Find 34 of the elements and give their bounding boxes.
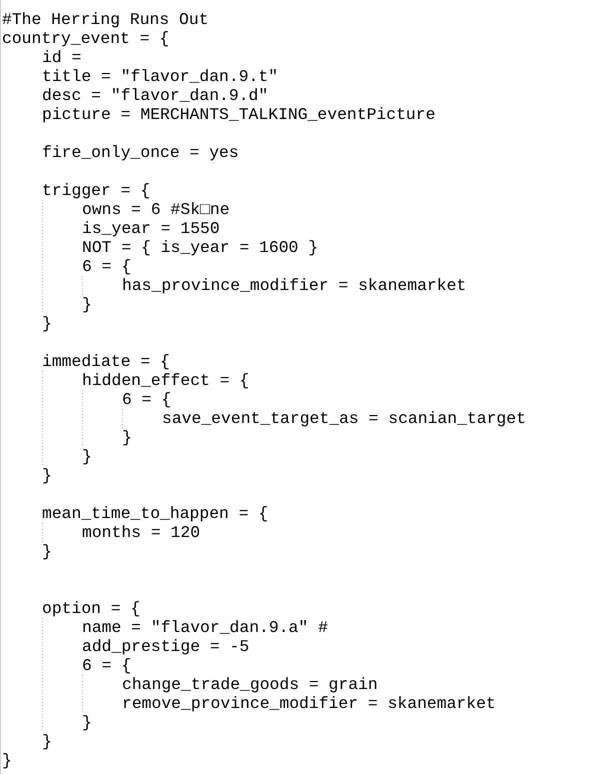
code-line: 6 = { xyxy=(82,257,132,276)
code-line: id = xyxy=(42,48,82,67)
code-line: } xyxy=(42,542,52,561)
code-line: has_province_modifier = skanemarket xyxy=(122,276,466,295)
code-line: 6 = { xyxy=(122,390,172,409)
code-line: } xyxy=(42,466,52,485)
code-line: } xyxy=(2,751,12,770)
code-line: } xyxy=(122,428,132,447)
code-line: name = "flavor_dan.9.a" # xyxy=(82,618,328,637)
code-line: months = 120 xyxy=(82,523,200,542)
code-line: picture = MERCHANTS_TALKING_eventPicture xyxy=(42,105,436,124)
code-line: option = { xyxy=(42,599,140,618)
code-line: hidden_effect = { xyxy=(82,371,250,390)
code-line: trigger = { xyxy=(42,181,150,200)
code-line: title = "flavor_dan.9.t" xyxy=(42,67,278,86)
code-line: 6 = { xyxy=(82,656,132,675)
code-line: immediate = { xyxy=(42,352,170,371)
code-line: save_event_target_as = scanian_target xyxy=(162,409,526,428)
code-line: } xyxy=(42,732,52,751)
code-line: mean_time_to_happen = { xyxy=(42,504,268,523)
code-line: } xyxy=(82,295,92,314)
code-line: } xyxy=(82,447,92,466)
code-line: remove_province_modifier = skanemarket xyxy=(122,694,496,713)
code-comment: #The Herring Runs Out xyxy=(2,10,209,29)
code-line: } xyxy=(82,713,92,732)
code-line: change_trade_goods = grain xyxy=(122,675,378,694)
code-line: is_year = 1550 xyxy=(82,219,220,238)
code-line: } xyxy=(42,314,52,333)
code-line: owns = 6 #Sk□ne xyxy=(82,200,230,219)
code-line: desc = "flavor_dan.9.d" xyxy=(42,86,268,105)
code-line: fire_only_once = yes xyxy=(42,143,239,162)
code-line: country_event = { xyxy=(2,29,170,48)
code-line: add_prestige = -5 xyxy=(82,637,250,656)
code-line: NOT = { is_year = 1600 } xyxy=(82,238,318,257)
